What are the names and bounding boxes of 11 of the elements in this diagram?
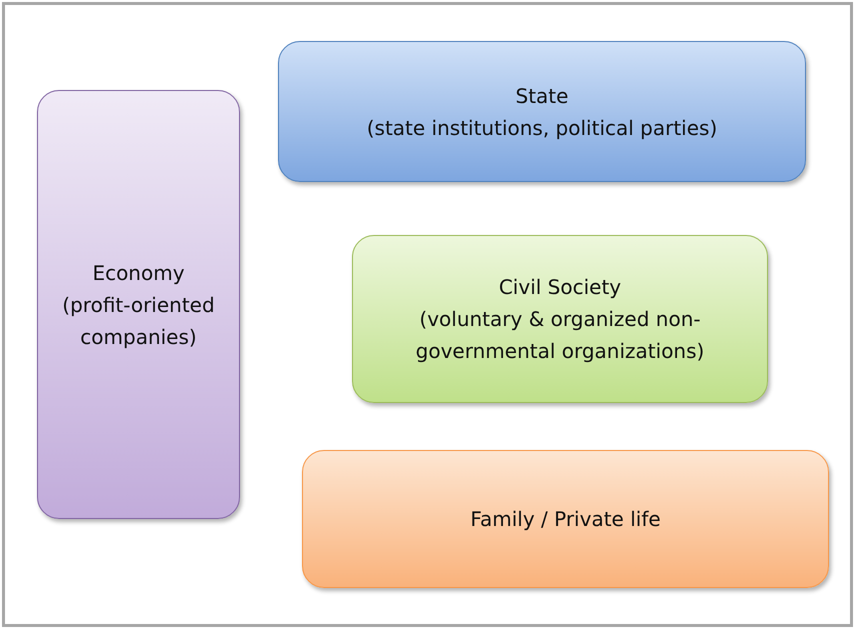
rounded-box: [37, 90, 240, 519]
box-title: State: [516, 82, 568, 110]
rounded-box: [278, 41, 806, 182]
box-title: Economy: [92, 260, 185, 286]
box-description: (voluntary & organized non-governmental organizations): [414, 306, 706, 365]
rounded-box: [352, 235, 768, 403]
rounded-box: [302, 450, 829, 588]
box-title: Family / Private life: [470, 506, 661, 533]
box-title: Civil Society: [498, 274, 622, 301]
box-description: (state institutions, political parties): [366, 114, 718, 142]
box-description: (profit-oriented companies): [61, 292, 216, 350]
